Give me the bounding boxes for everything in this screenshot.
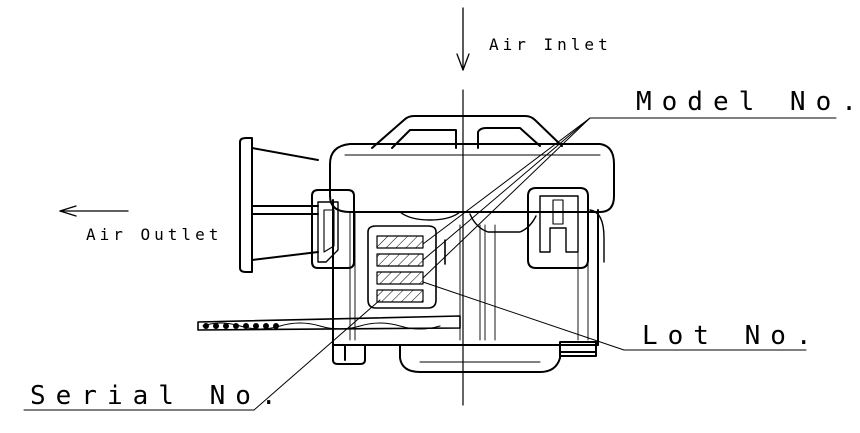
air-outlet-label: Air Outlet <box>86 225 222 244</box>
right-clip <box>527 187 605 269</box>
base-and-cord <box>197 315 597 373</box>
air-inlet-label: Air Inlet <box>489 35 612 54</box>
label-patch <box>367 225 437 309</box>
top-handle <box>371 115 563 149</box>
serial-no-leader <box>23 299 381 411</box>
extra-stripe <box>376 271 424 285</box>
air-outlet-arrow <box>59 205 129 217</box>
outlet-nozzle <box>239 137 319 273</box>
serial-no-stripe <box>376 289 424 303</box>
air-inlet-arrow <box>456 7 470 71</box>
blower-body <box>329 143 615 346</box>
model-no-label: Model No. <box>636 87 860 117</box>
serial-no-label: Serial No. <box>30 381 287 411</box>
model-no-stripe <box>376 235 424 249</box>
leader-lines <box>23 117 837 411</box>
lot-no-stripe <box>376 253 424 267</box>
lot-no-label: Lot No. <box>642 321 822 351</box>
lot-no-leader <box>422 281 807 351</box>
